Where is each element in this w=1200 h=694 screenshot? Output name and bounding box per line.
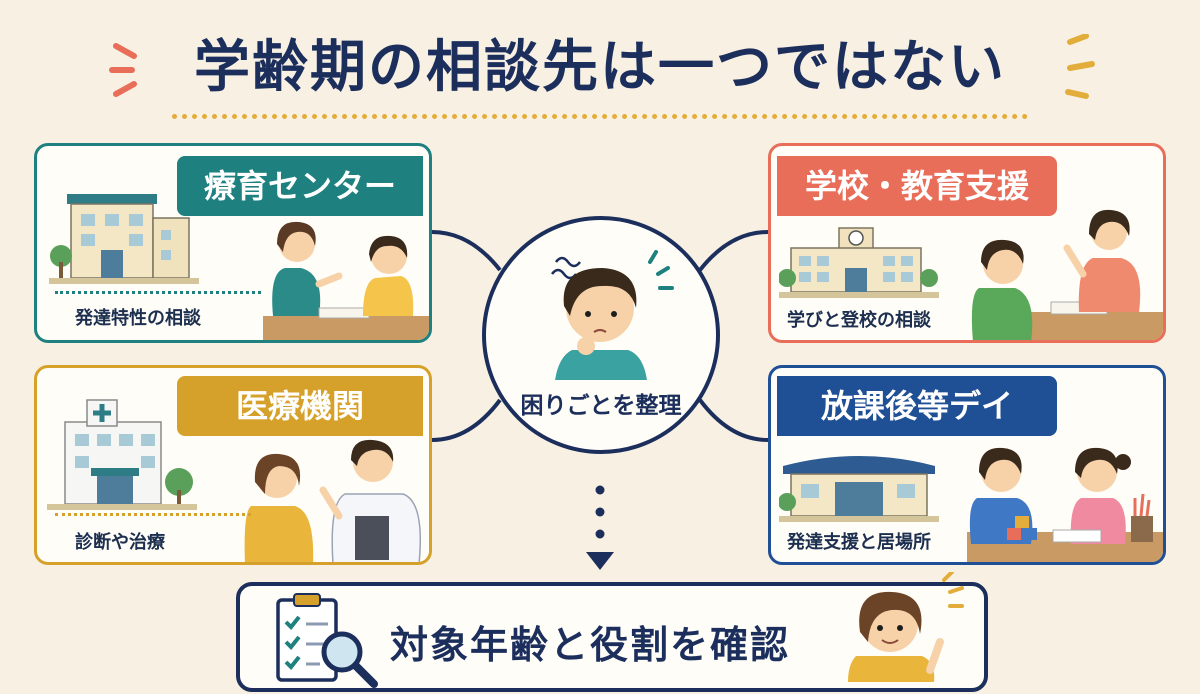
- hub-label: 困りごとを整理: [520, 393, 682, 419]
- bottom-label: 対象年齢と役割を確認: [390, 623, 791, 667]
- card-label: 学校・教育支援: [777, 156, 1057, 216]
- counselor-child-illustration: [263, 221, 429, 340]
- title-underline: [172, 114, 1028, 119]
- children-playing-illustration: [967, 447, 1163, 562]
- magnifier-icon: [321, 631, 378, 688]
- card-divider: [55, 291, 261, 294]
- right-spark-icon: [1065, 34, 1095, 99]
- card-school-support: 学校・教育支援 学びと登校の相談: [768, 143, 1166, 343]
- doctor-patient-illustration: [244, 439, 422, 562]
- card-label: 療育センター: [177, 156, 423, 216]
- card-description: 学びと登校の相談: [787, 310, 931, 331]
- card-label: 放課後等デイ: [777, 376, 1057, 436]
- page-title: 学齢期の相談先は一つではない: [194, 35, 1006, 100]
- connector-lines: [431, 230, 769, 570]
- card-description: 発達特性の相談: [75, 308, 201, 329]
- building-icon: [49, 194, 199, 284]
- card-medical: 医療機関 診断や治療: [34, 365, 432, 565]
- card-label: 医療機関: [177, 376, 423, 436]
- bottom-callout: 対象年齢と役割を確認: [236, 572, 988, 692]
- day-facility-icon: [779, 456, 939, 522]
- thinking-child-illustration: [551, 250, 674, 380]
- school-building-icon: [779, 227, 939, 298]
- card-ryoiku-center: 療育センター 発達特性の相談: [34, 143, 432, 343]
- card-divider: [55, 513, 251, 516]
- guide-woman-illustration: [848, 572, 964, 682]
- card-after-school-day: 放課後等デイ 発達支援と居場所: [768, 365, 1166, 565]
- left-spark-icon: [109, 43, 137, 97]
- teacher-student-illustration: [971, 209, 1163, 340]
- card-description: 発達支援と居場所: [787, 532, 931, 553]
- card-description: 診断や治療: [75, 532, 165, 553]
- hub-circle: 困りごとを整理: [482, 216, 720, 454]
- hospital-icon: [47, 399, 197, 510]
